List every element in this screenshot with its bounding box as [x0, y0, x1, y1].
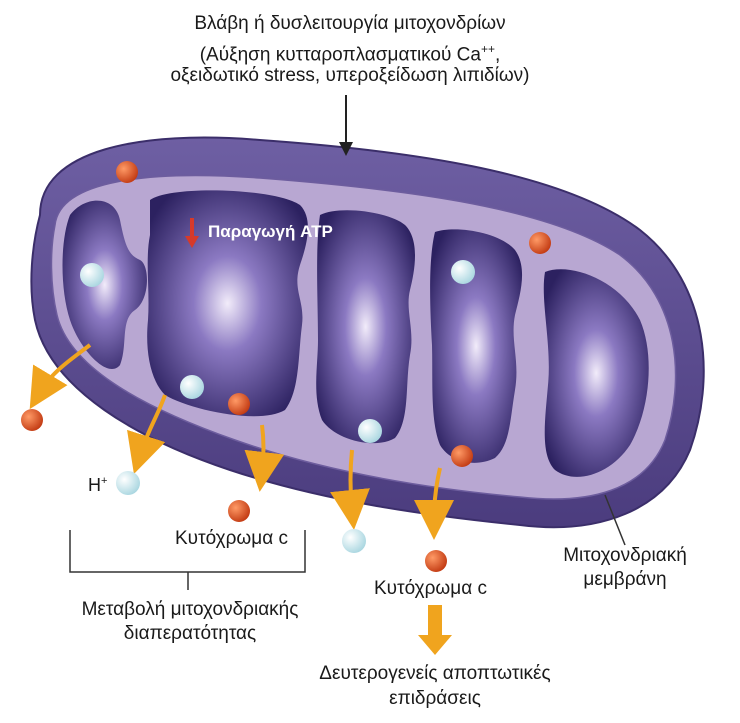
- cytochrome-label-right: Κυτόχρωμα c: [374, 577, 487, 600]
- header-line-2-end: ,: [494, 44, 501, 66]
- proton-ball-5: [358, 419, 382, 443]
- cytochrome-ball-4: [228, 393, 250, 415]
- cytochrome-left-text: Κυτόχρωμα c: [175, 528, 288, 549]
- cytochrome-right-text: Κυτόχρωμα c: [374, 578, 487, 599]
- efflux-arrow-2: [127, 394, 167, 475]
- membrane-label-line-2: μεμβράνη: [530, 568, 720, 591]
- header-line-3: οξειδωτικό stress, υπεροξείδωση λιπιδίων…: [120, 64, 580, 87]
- effects-label-line-1: Δευτερογενείς αποπτωτικές: [275, 662, 595, 685]
- membrane-line-1-text: Μιτοχονδριακή: [563, 545, 687, 566]
- calcium-superscript: ++: [480, 42, 495, 56]
- header-down-arrowhead: [339, 142, 353, 156]
- proton-ball-4: [116, 471, 140, 495]
- membrane-pointer-line: [604, 494, 626, 546]
- header-line-2: (Αύξηση κυτταροπλασματικού Ca++,: [120, 38, 580, 66]
- cytochrome-ball-2: [529, 232, 551, 254]
- permeability-label-line-2: διαπερατότητας: [40, 622, 340, 645]
- cytochrome-ball-7: [425, 550, 447, 572]
- header-line-2-text: (Αύξηση κυτταροπλασματικού Ca: [199, 44, 481, 66]
- header-line-3-text: οξειδωτικό stress, υπεροξείδωση λιπιδίων…: [170, 65, 530, 86]
- atp-down-arrowhead: [185, 236, 199, 248]
- effects-label-line-2: επιδράσεις: [275, 687, 595, 710]
- effects-line-2-text: επιδράσεις: [389, 688, 481, 709]
- header-line-1: Βλάβη ή δυσλειτουργία μιτοχονδρίων: [120, 12, 580, 35]
- effects-line-1-text: Δευτερογενείς αποπτωτικές: [319, 663, 551, 684]
- permeability-line-2-text: διαπερατότητας: [123, 623, 257, 644]
- matrix-chamber-3: [316, 210, 415, 444]
- matrix-chamber-4: [430, 229, 523, 463]
- efflux-arrow-1: [29, 343, 92, 410]
- header-line-1-text: Βλάβη ή δυσλειτουργία μιτοχονδρίων: [194, 13, 506, 34]
- proton-ball-1: [80, 263, 104, 287]
- proton-label: H+: [88, 470, 107, 497]
- cytochrome-ball-5: [228, 500, 250, 522]
- cytochrome-ball-6: [451, 445, 473, 467]
- proton-ball-3: [180, 375, 204, 399]
- proton-ball-6: [342, 529, 366, 553]
- atp-label: Παραγωγή ATP: [208, 220, 333, 243]
- permeability-label-line-1: Μεταβολή μιτοχονδριακής: [40, 598, 340, 621]
- cytochrome-ball-3: [21, 409, 43, 431]
- efflux-arrow-5: [414, 467, 455, 540]
- cytochrome-ball-1: [116, 161, 138, 183]
- matrix-chamber-5: [543, 269, 649, 477]
- membrane-line-2-text: μεμβράνη: [583, 569, 667, 590]
- proton-ball-2: [451, 260, 475, 284]
- atp-label-text: Παραγωγή ATP: [208, 222, 333, 241]
- matrix-chamber-1: [62, 200, 147, 369]
- cytochrome-label-left: Κυτόχρωμα c: [175, 527, 288, 550]
- proton-label-text: H: [88, 475, 101, 495]
- efflux-arrow-4: [330, 449, 370, 530]
- effects-down-arrow: [418, 605, 452, 655]
- efflux-arrow-3: [244, 424, 285, 492]
- proton-superscript: +: [101, 475, 108, 487]
- membrane-label-line-1: Μιτοχονδριακή: [530, 544, 720, 567]
- permeability-line-1-text: Μεταβολή μιτοχονδριακής: [81, 599, 299, 620]
- matrix-chamber-2: [147, 190, 308, 417]
- permeability-bracket: [69, 530, 306, 590]
